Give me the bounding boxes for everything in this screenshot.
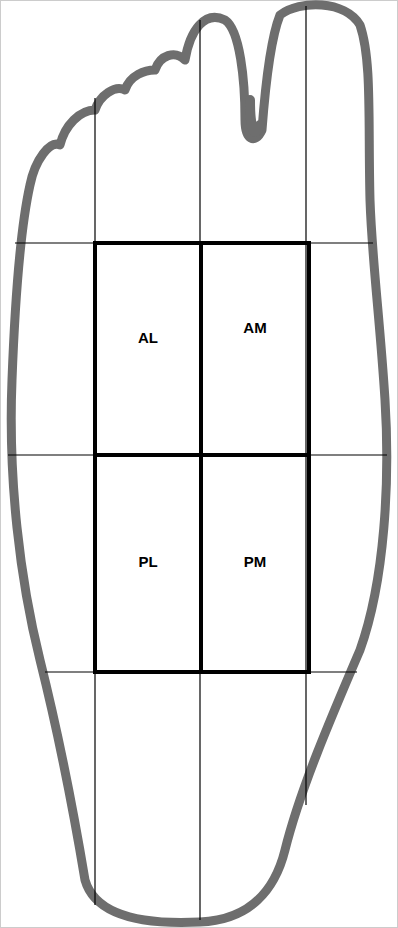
region-box: PL <box>93 453 203 674</box>
region-box: AL <box>93 241 203 457</box>
region-label: PL <box>136 553 159 570</box>
grid-lines <box>8 6 387 920</box>
foot-outline <box>11 5 387 923</box>
toe-gap <box>250 100 260 132</box>
grid-line <box>305 6 306 805</box>
region-label: AL <box>136 329 160 346</box>
region-box: AM <box>199 241 311 457</box>
region-label: AM <box>241 319 268 336</box>
region-box: PM <box>199 453 311 674</box>
region-label: PM <box>242 553 269 570</box>
